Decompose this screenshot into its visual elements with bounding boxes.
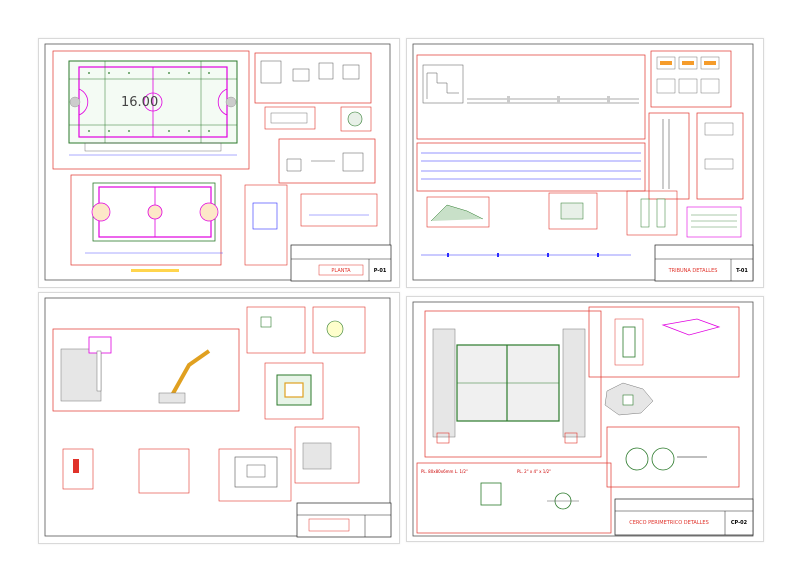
- plate-note-1: PL. 80x80x6mm L. 1/2": [421, 469, 468, 474]
- drawing-sheet-cerco: PL. 80x80x6mm L. 1/2" PL. 2" x 4" x 1/2"…: [406, 296, 764, 542]
- planta-drawing: 16.00 PLANTA: [44, 43, 392, 282]
- title-block-code: P-01: [374, 268, 387, 274]
- title-block-code: T-01: [736, 268, 748, 274]
- title-block-label: CERCO PERIMETRICO DETALLES: [629, 520, 709, 526]
- drawing-sheet-planta: 16.00 PLANTA: [38, 38, 400, 288]
- title-block-label: TRIBUNA DETALLES: [668, 268, 718, 274]
- details-drawing: [44, 297, 392, 538]
- cerco-drawing: PL. 80x80x6mm L. 1/2" PL. 2" x 4" x 1/2"…: [412, 301, 754, 537]
- court-size-label: 16.00: [121, 95, 158, 110]
- title-block-label: PLANTA: [331, 268, 351, 274]
- drawing-sheet-tribuna: TRIBUNA DETALLES T-01: [406, 38, 764, 288]
- drawing-sheet-details: [38, 292, 400, 544]
- tribuna-drawing: TRIBUNA DETALLES T-01: [412, 43, 754, 282]
- plate-note-2: PL. 2" x 4" x 1/2": [517, 469, 551, 474]
- title-block-code: CP-02: [731, 520, 748, 526]
